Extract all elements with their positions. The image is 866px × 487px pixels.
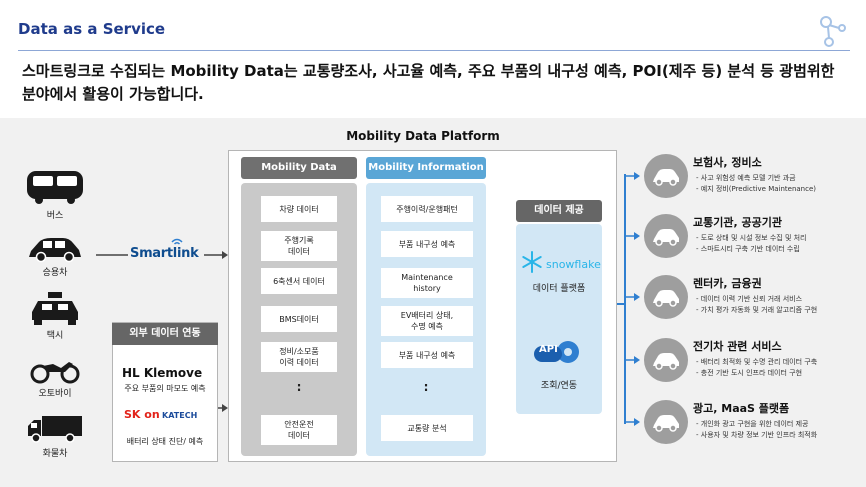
mobility-data-item: 정비/소모품 이력 데이터 [261, 342, 337, 372]
car-key-icon [644, 275, 688, 319]
snowflake-logo: snowflake [546, 258, 601, 271]
vehicle-label: 승용차 [42, 268, 68, 278]
service-bracket-line [624, 174, 626, 424]
api-label: API [539, 344, 558, 355]
mobility-data-header: Mobility Data [241, 157, 357, 179]
category-bullet: - 가치 평가 자동화 및 거래 알고리즘 구현 [696, 306, 818, 314]
platform-title: Mobility Data Platform [346, 129, 500, 143]
vehicle-taxi: 택시 [22, 290, 88, 341]
battery-description: 배터리 상태 진단/ 예측 [126, 437, 204, 446]
mobility-info-item: 부품 내구성 예측 [381, 231, 473, 257]
data-platform-label: 데이터 플랫폼 [532, 284, 586, 294]
vehicle-label: 오토바이 [38, 389, 72, 399]
mobility-info-item: 교통량 분석 [381, 415, 473, 441]
vehicle-truck: 화물차 [22, 414, 88, 459]
category-title: 교통기관, 공공기관 [693, 216, 782, 229]
category-bullet: - 예지 정비(Predictive Maintenance) [696, 185, 817, 193]
klemove-logo: HL Klemove [122, 366, 203, 380]
crash-car-icon [644, 154, 688, 198]
smartlink-logo: Smartlink [130, 246, 199, 261]
ellipsis-marker: : [423, 380, 429, 394]
category-bullet: - 데이터 이력 기반 신뢰 거래 서비스 [696, 295, 803, 303]
category-bullet: - 개인화 광고 구현을 위한 데이터 제공 [696, 420, 809, 428]
traffic-car-icon [644, 214, 688, 258]
data-service-header: 데이터 제공 [516, 200, 602, 222]
category-bullet: - 배터리 최적화 및 수명 관리 데이터 구축 [696, 358, 818, 366]
data-service-panel [516, 224, 602, 414]
snowflake-icon [522, 251, 542, 273]
mobility-data-item: 6축센서 데이터 [261, 268, 337, 294]
mobility-data-item: 차량 데이터 [261, 196, 337, 222]
megaphone-icon [644, 400, 688, 444]
ellipsis-marker: : [296, 380, 302, 394]
vehicle-label: 버스 [46, 211, 64, 221]
bus-icon [27, 171, 83, 204]
vehicle-motorcycle: 오토바이 [22, 354, 88, 399]
mobility-info-header: Mobility Information [366, 157, 486, 179]
page-title: Data as a Service [18, 20, 166, 38]
vehicle-label: 화물차 [42, 449, 68, 459]
category-bullet: - 스마트시티 구축 기반 데이터 수립 [696, 245, 800, 253]
api-service-label: 조회/연동 [540, 381, 578, 391]
category-title: 전기차 관련 서비스 [693, 340, 782, 353]
category-title: 광고, MaaS 플랫폼 [693, 402, 790, 415]
category-bullet: - 도로 상태 및 시설 정보 수집 및 처리 [696, 234, 807, 242]
external-data-panel [112, 322, 218, 462]
sk-on-logo: SK on [124, 408, 160, 421]
vehicle-bus: 버스 [22, 168, 88, 221]
mobility-info-item: Maintenance history [381, 268, 473, 298]
klemove-description: 주요 부품의 마모도 예측 [124, 384, 206, 393]
truck-icon [28, 416, 82, 443]
car-icon [29, 238, 81, 263]
headline-text: 스마트링크로 수집되는 Mobility Data는 교통량조사, 사고율 예측… [22, 62, 835, 103]
mobility-data-item: 주행기록 데이터 [261, 231, 337, 261]
api-gear-icon [534, 341, 579, 363]
category-bullet: - 사고 위험성 예측 모델 기반 과금 [696, 174, 796, 182]
category-title: 보험사, 정비소 [693, 156, 762, 169]
mobility-info-item: EV배터리 상태, 수명 예측 [381, 306, 473, 336]
category-title: 렌터카, 금융권 [693, 277, 762, 290]
mobility-data-item: BMS데이터 [261, 306, 337, 332]
category-bullet: - 사용자 및 차량 정보 기반 인프라 최적화 [696, 431, 818, 439]
vehicle-label: 택시 [46, 331, 64, 341]
vehicle-car: 승용차 [22, 233, 88, 278]
motorcycle-icon [30, 362, 80, 384]
network-node-icon [820, 16, 846, 47]
katech-logo: KATECH [162, 411, 198, 420]
header-divider [18, 50, 850, 51]
ev-car-icon [644, 338, 688, 382]
external-data-title: 외부 데이터 연동 [112, 323, 218, 345]
category-bullet: - 충전 기반 도시 인프라 데이터 구현 [696, 369, 803, 377]
wifi-icon [171, 238, 183, 245]
mobility-info-item: 부품 내구성 예측 [381, 342, 473, 368]
taxi-icon [32, 292, 78, 325]
mobility-info-item: 주행이력/운행패턴 [381, 196, 473, 222]
mobility-data-item: 안전운전 데이터 [261, 415, 337, 445]
